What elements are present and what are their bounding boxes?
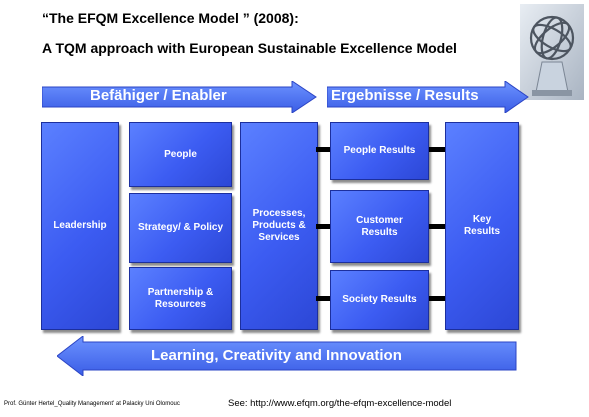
processes-box: Processes, Products & Services [240, 122, 318, 330]
people-label: People [164, 148, 197, 160]
people-results-label: People Results [343, 145, 416, 156]
efqm-trophy-icon [520, 4, 584, 100]
people-box: People [129, 122, 232, 187]
title-line-1: “The EFQM Excellence Model ” (2008): [42, 10, 299, 26]
enabler-arrow: Befähiger / Enabler [42, 81, 317, 113]
connector-line [427, 224, 445, 229]
people-results-box: People Results [330, 122, 429, 180]
leadership-label: Leadership [53, 220, 107, 231]
society-results-box: Society Results [330, 270, 429, 330]
key-results-box: Key Results [445, 122, 519, 330]
leadership-box: Leadership [41, 122, 119, 330]
partnership-resources-box: Partnership & Resources [129, 267, 232, 330]
results-arrow: Ergebnisse / Results [327, 81, 529, 113]
society-results-label: Society Results [342, 294, 417, 305]
connector-line [316, 296, 330, 301]
author-footer: Prof. Günter Hertel_Quality Management' … [4, 401, 180, 407]
learning-arrow: Learning, Creativity and Innovation [57, 336, 517, 376]
partnership-resources-label: Partnership & Resources [147, 286, 214, 310]
reference-link[interactable]: See: http://www.efqm.org/the-efqm-excell… [228, 398, 452, 409]
processes-label: Processes, Products & Services [252, 208, 306, 243]
key-results-label: Key Results [463, 214, 501, 237]
strategy-policy-label: Strategy/ & Policy [137, 222, 224, 233]
connector-line [427, 147, 445, 152]
strategy-policy-box: Strategy/ & Policy [129, 193, 232, 263]
customer-results-box: Customer Results [330, 190, 429, 263]
title-line-2: A TQM approach with European Sustainable… [42, 40, 457, 56]
learning-label: Learning, Creativity and Innovation [151, 347, 402, 364]
connector-line [316, 224, 330, 229]
results-label: Ergebnisse / Results [331, 87, 479, 104]
connector-line [316, 147, 330, 152]
connector-line [427, 296, 445, 301]
customer-results-label: Customer Results [356, 214, 403, 238]
enabler-label: Befähiger / Enabler [90, 87, 227, 104]
